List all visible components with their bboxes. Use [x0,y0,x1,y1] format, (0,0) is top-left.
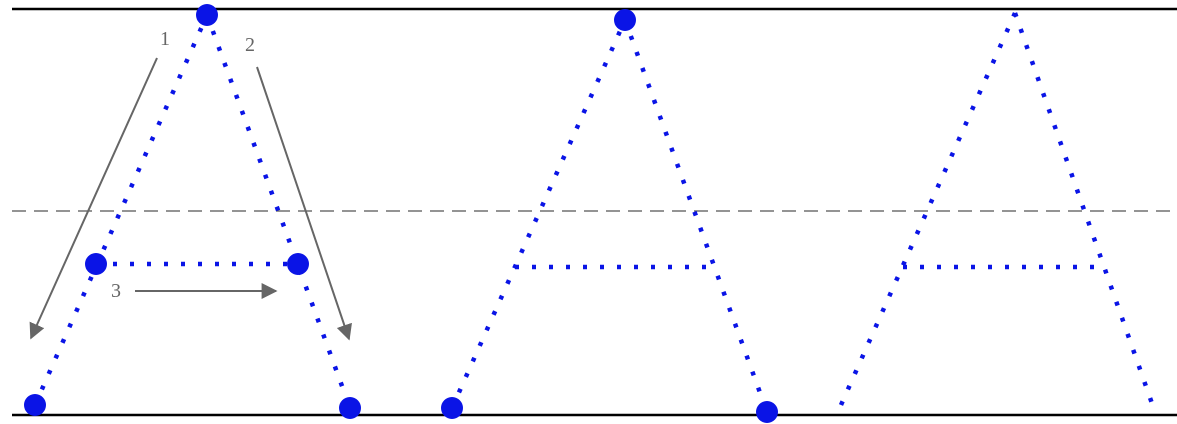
step-label-1: 1 [160,28,170,50]
step-label-3: 3 [111,280,121,302]
stroke-start-dot[interactable] [614,9,636,31]
right-stroke-trace[interactable] [622,19,770,413]
stroke-2-arrow-icon [256,66,352,341]
stroke-end-dot[interactable] [339,397,361,419]
stroke-end-dot[interactable] [756,401,778,423]
left-stroke-trace[interactable] [838,12,1018,406]
stroke-1-arrow-icon [29,57,158,340]
stroke-start-dot[interactable] [85,253,107,275]
stroke-2-trace[interactable] [204,14,353,409]
stroke-end-dot[interactable] [441,397,463,419]
stroke-end-dot[interactable] [287,253,309,275]
letter-a-plain [838,12,1158,413]
step-label-2: 2 [245,34,255,56]
letter-a-guided: 1 2 3 [24,4,361,419]
stroke-start-dot[interactable] [196,4,218,26]
stroke-1-trace[interactable] [32,14,210,406]
stroke-end-dot[interactable] [24,394,46,416]
right-stroke-trace[interactable] [1012,12,1158,413]
left-stroke-trace[interactable] [449,19,628,409]
letter-a-dotted [441,9,778,423]
